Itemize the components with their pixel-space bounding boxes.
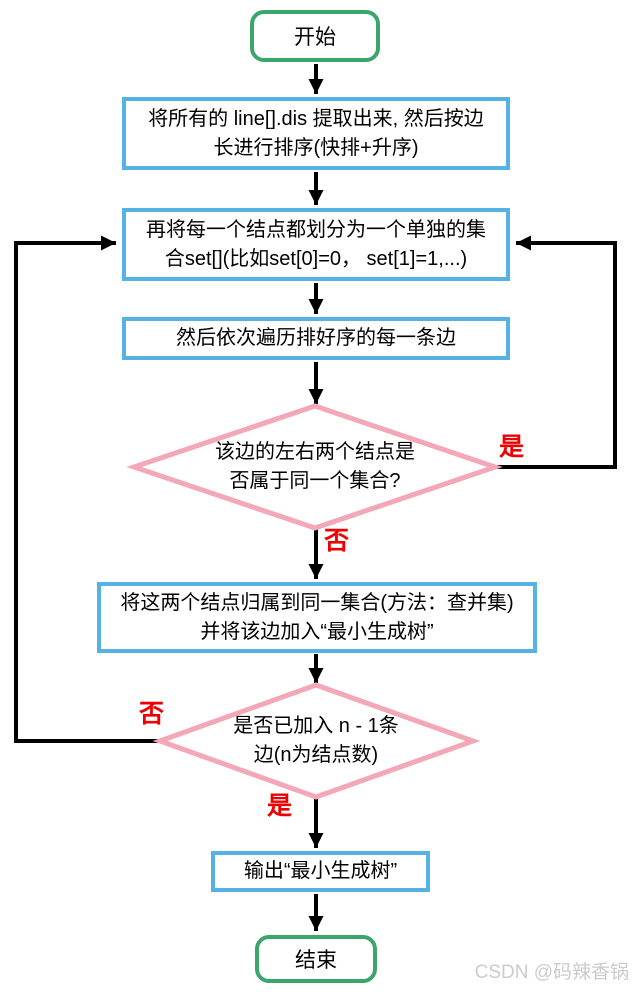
edge-decision2-no-loop (14, 235, 162, 743)
csdn-watermark: CSDN @码辣香锅 (474, 962, 629, 983)
branch-label-no-enough-edges: 否 (139, 700, 165, 728)
branch-label-no-same-set: 否 (324, 527, 350, 555)
edge-decision1-yes-loop (493, 235, 617, 469)
decision2-text: 是否已加入 n - 1条 边(n为结点数) (233, 715, 399, 766)
branch-label-yes-same-set: 是 (499, 433, 525, 461)
process-traverse-edges: 然后依次遍历排好序的每一条边 (122, 317, 510, 360)
start-node: 开始 (250, 10, 380, 62)
decision1-text: 该边的左右两个结点是 否属于同一个集合? (215, 441, 415, 492)
end-node: 结束 (255, 935, 377, 983)
process-union-sets: 将这两个结点归属到同一集合(方法：查并集) 并将该边加入“最小生成树” (97, 582, 537, 653)
process-output-mst: 输出“最小生成树” (211, 851, 430, 892)
branch-label-yes-enough-edges: 是 (267, 792, 293, 820)
process-init-sets: 再将每一个结点都划分为一个单独的集 合set[](比如set[0]=0， set… (122, 208, 510, 281)
decision1-diamond (126, 403, 503, 531)
process-extract-edges: 将所有的 line[].dis 提取出来, 然后按边 长进行排序(快排+升序) (122, 97, 510, 170)
decision2-diamond (152, 682, 481, 800)
